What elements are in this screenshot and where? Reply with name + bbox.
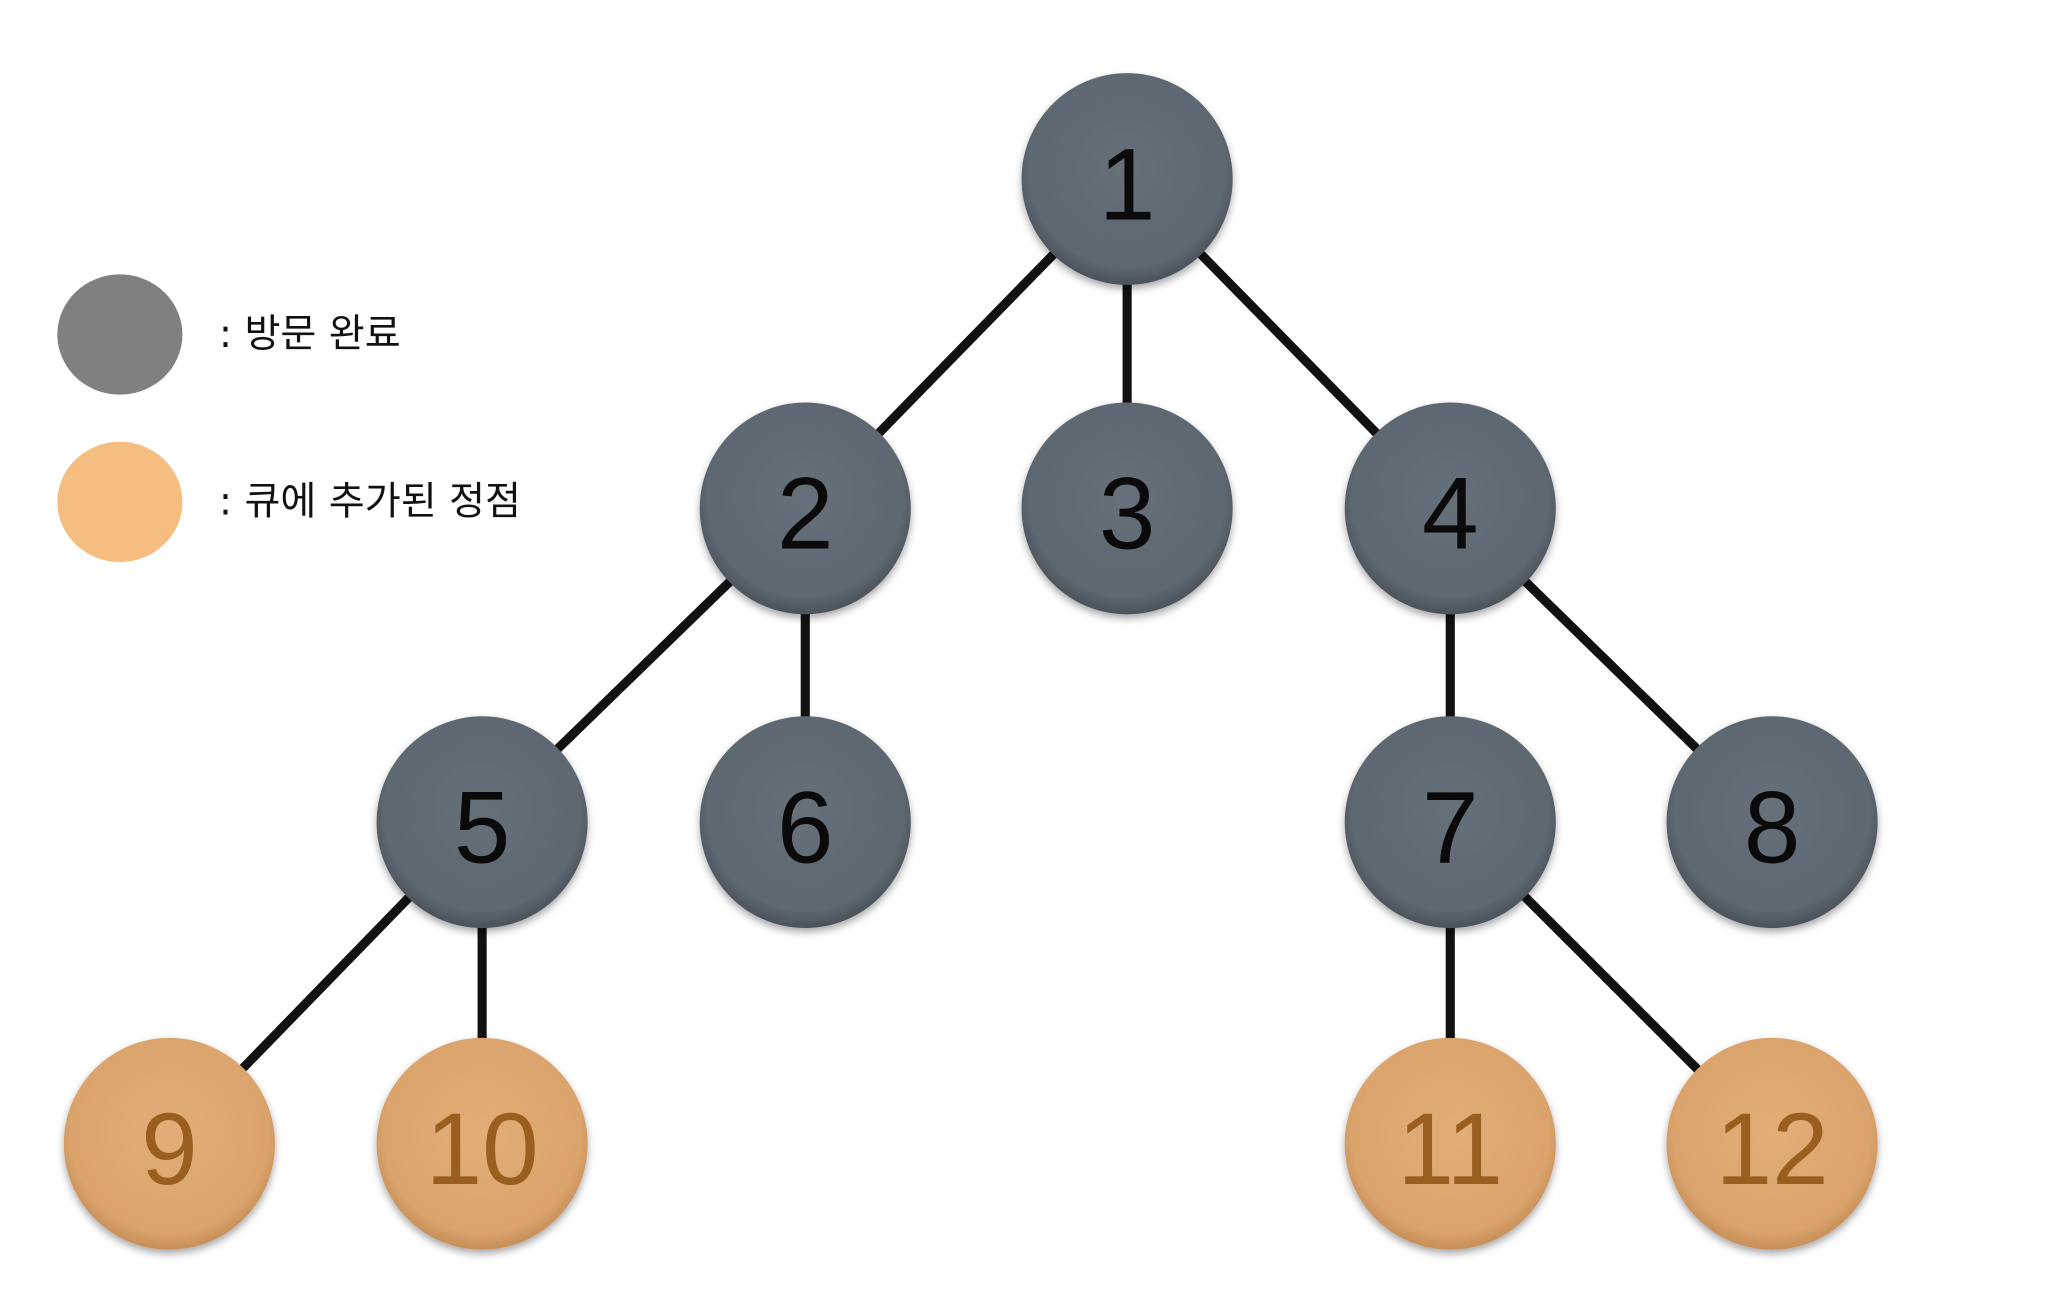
node-circle-4 (1344, 402, 1556, 615)
legend-item-queued: : 큐에 추가된 정점 (57, 441, 521, 563)
node-circle-11 (1344, 1037, 1556, 1250)
node-label-2: 2 (777, 457, 834, 571)
node-11: 11 (1344, 1037, 1556, 1250)
node-circle-3 (1021, 402, 1233, 615)
node-6: 6 (699, 716, 911, 929)
legend-item-visited: : 방문 완료 (57, 274, 401, 395)
legend: : 방문 완료 : 큐에 추가된 정점 (57, 274, 521, 563)
node-label-5: 5 (454, 770, 511, 884)
node-label-9: 9 (141, 1092, 198, 1206)
node-9: 9 (63, 1037, 275, 1250)
legend-visited-swatch (57, 274, 183, 395)
node-2: 2 (699, 402, 911, 615)
node-circle-12 (1666, 1037, 1878, 1250)
node-7: 7 (1344, 716, 1556, 929)
node-12: 12 (1666, 1037, 1878, 1250)
node-label-10: 10 (426, 1092, 539, 1206)
node-1: 1 (1021, 73, 1233, 285)
node-label-11: 11 (1398, 1092, 1504, 1206)
node-circle-6 (699, 716, 911, 929)
node-label-7: 7 (1422, 770, 1479, 884)
node-label-8: 8 (1744, 770, 1801, 884)
node-3: 3 (1021, 402, 1233, 615)
node-4: 4 (1344, 402, 1556, 615)
legend-queued-label: : 큐에 추가된 정점 (219, 479, 521, 524)
node-circle-8 (1666, 716, 1878, 929)
node-10: 10 (376, 1037, 588, 1250)
node-5: 5 (376, 716, 588, 929)
node-label-1: 1 (1099, 127, 1156, 241)
node-circle-2 (699, 402, 911, 615)
node-circle-7 (1344, 716, 1556, 929)
node-circle-9 (63, 1037, 275, 1250)
node-8: 8 (1666, 716, 1878, 929)
legend-visited-label: : 방문 완료 (219, 312, 401, 357)
edges-layer (166, 175, 1776, 1148)
node-circle-10 (376, 1037, 588, 1250)
legend-queued-swatch (57, 441, 183, 563)
node-circle-5 (376, 716, 588, 929)
node-label-4: 4 (1422, 457, 1479, 571)
node-label-12: 12 (1716, 1092, 1829, 1206)
node-circle-1 (1021, 73, 1233, 285)
node-label-3: 3 (1099, 457, 1156, 571)
node-label-6: 6 (777, 770, 834, 884)
